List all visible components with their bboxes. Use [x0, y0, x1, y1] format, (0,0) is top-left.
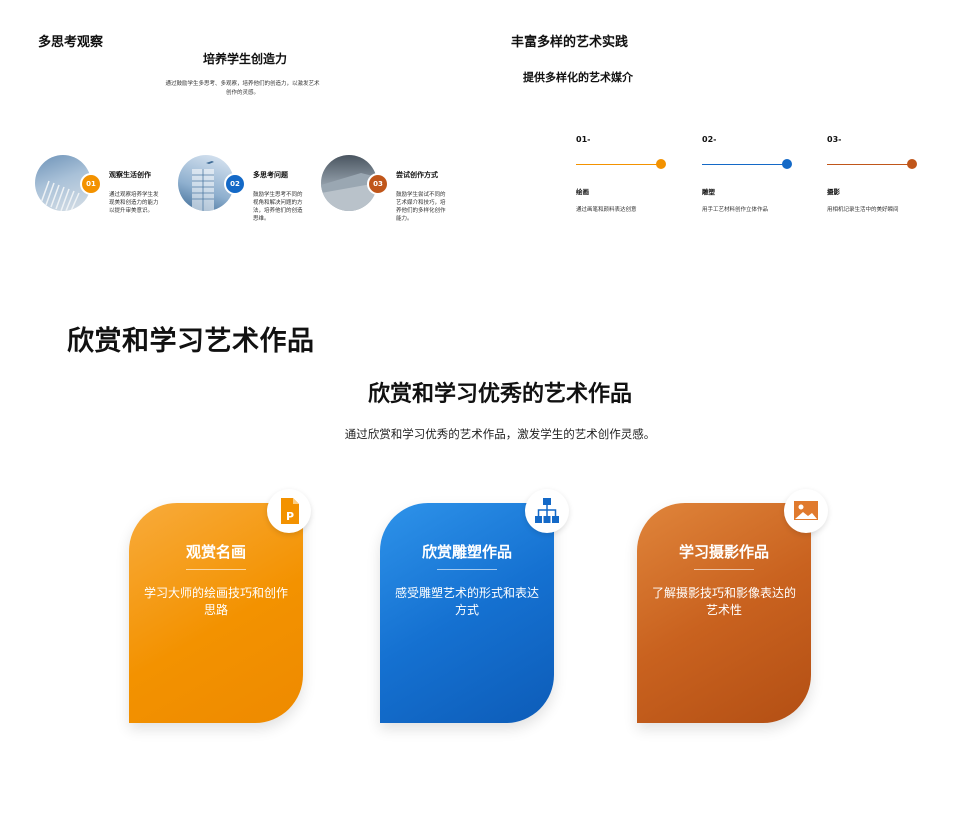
step-dot: [782, 159, 792, 169]
card-description: 学习大师的绘画技巧和创作思路: [143, 586, 288, 617]
item-title: 观察生活创作: [109, 171, 151, 179]
item-description: 鼓励学生尝试不同的艺术媒介和技巧，培养他们的多样化创作能力。: [396, 192, 446, 222]
item-description: 鼓励学生思考不同的视角和解决问题的方法，培养他们的创造思维。: [253, 192, 303, 222]
image-icon: [784, 489, 828, 533]
card-title: 学习摄影作品: [678, 543, 769, 561]
item-title: 尝试创作方式: [396, 171, 438, 179]
slide1-subtitle: 培养学生创造力: [202, 52, 287, 66]
step-number: 01-: [576, 135, 591, 144]
card-description: 感受雕塑艺术的形式和表达方式: [394, 586, 539, 617]
slide1-title: 多思考观察: [38, 35, 104, 50]
step-title: 雕塑: [702, 188, 715, 196]
slide3-title: 欣赏和学习艺术作品: [67, 326, 315, 357]
item-number-badge: 02: [224, 173, 246, 195]
slide1-description: 通过鼓励学生多思考、多观察，培养他们的创造力，以激发艺术创作的灵感。: [165, 81, 320, 96]
card-divider: [186, 569, 246, 570]
item-title: 多思考问题: [253, 171, 288, 179]
slide2-subtitle: 提供多样化的艺术媒介: [523, 71, 633, 84]
step-number: 03-: [827, 135, 842, 144]
step-line: [827, 164, 909, 165]
org-chart-icon: [525, 489, 569, 533]
card-description: 了解摄影技巧和影像表达的艺术性: [651, 586, 796, 617]
step-dot: [907, 159, 917, 169]
card-sculpture: 欣赏雕塑作品 感受雕塑艺术的形式和表达方式: [380, 503, 554, 723]
step-line: [702, 164, 784, 165]
item-number-badge: 01: [80, 173, 102, 195]
slide3-subtitle: 欣赏和学习优秀的艺术作品: [367, 382, 632, 407]
item-description: 通过观察培养学生发现美和创造力的能力以提升审美意识。: [109, 192, 159, 214]
card-title: 欣赏雕塑作品: [421, 543, 512, 561]
step-title: 摄影: [827, 188, 840, 196]
step-description: 用手工艺材料创作立体作品: [702, 207, 769, 213]
card-divider: [694, 569, 754, 570]
powerpoint-file-icon: P: [267, 489, 311, 533]
step-description: 通过画笔和颜料表达创意: [576, 207, 637, 213]
card-photography: 学习摄影作品 了解摄影技巧和影像表达的艺术性: [637, 503, 811, 723]
card-divider: [437, 569, 497, 570]
step-title: 绘画: [576, 188, 589, 196]
step-dot: [656, 159, 666, 169]
step-number: 02-: [702, 135, 717, 144]
card-paintings: 观赏名画 学习大师的绘画技巧和创作思路: [129, 503, 303, 723]
step-line: [576, 164, 658, 165]
card-title: 观赏名画: [185, 543, 246, 561]
slide3-description: 通过欣赏和学习优秀的艺术作品，激发学生的艺术创作灵感。: [344, 427, 656, 441]
item-number-badge: 03: [367, 173, 389, 195]
slide2-title: 丰富多样的艺术实践: [511, 35, 629, 50]
step-description: 用相机记录生活中的美好瞬间: [827, 207, 899, 213]
svg-text:P: P: [286, 510, 294, 523]
